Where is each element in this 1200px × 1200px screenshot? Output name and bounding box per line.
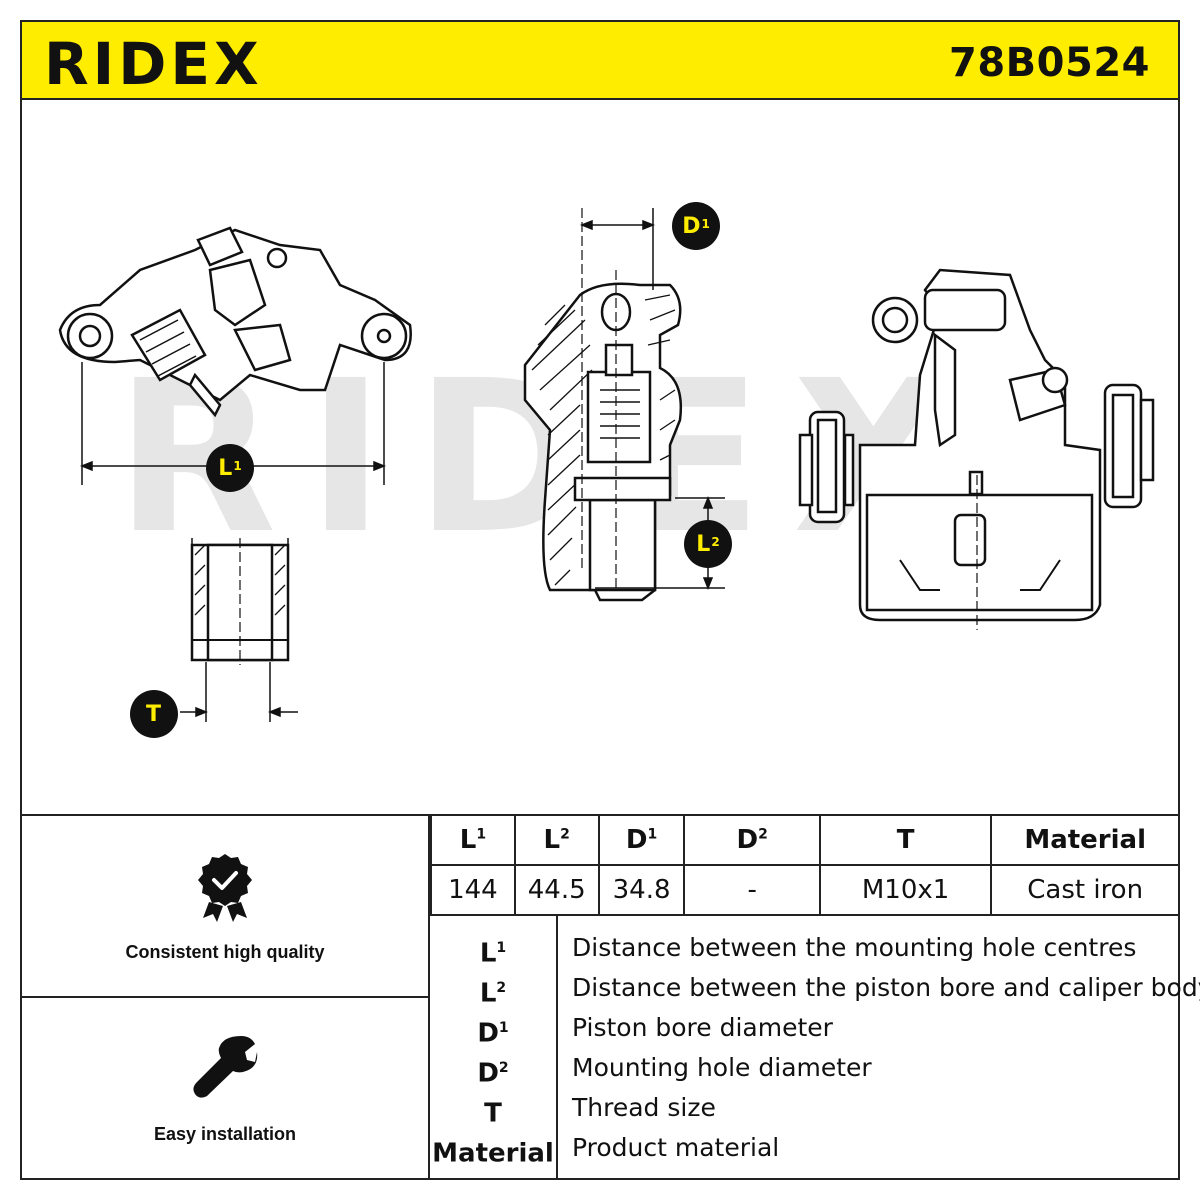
spec-header-l2: L2 [513, 814, 600, 866]
legend-row: L2 Distance between the piston bore and … [430, 968, 1200, 1009]
spec-header-d1: D1 [597, 814, 686, 866]
brand-logo: RIDEX [44, 30, 314, 98]
legend-key: L2 [479, 978, 507, 1009]
callout-t: T [130, 690, 178, 738]
spec-value-material: Cast iron [990, 864, 1180, 916]
legend-key: T [484, 1098, 502, 1129]
legend-panel: L1 Distance between the mounting hole ce… [430, 914, 1200, 1180]
legend-row: L1 Distance between the mounting hole ce… [430, 928, 1180, 969]
legend-row: T Thread size [430, 1088, 1180, 1129]
legend-description: Piston bore diameter [572, 1013, 833, 1042]
feature-label: Consistent high quality [125, 942, 325, 962]
legend-row: D2 Mounting hole diameter [430, 1048, 1180, 1089]
quality-badge-icon [198, 854, 252, 922]
l2-dimension-line [595, 495, 725, 591]
legend-key: D2 [477, 1058, 509, 1089]
caliper-side-view [58, 226, 412, 418]
spec-header-material: Material [990, 814, 1180, 866]
legend-description: Thread size [572, 1093, 716, 1122]
feature-label: Easy installation [153, 1124, 297, 1144]
spec-value-d2: - [683, 864, 821, 916]
spec-value-l2: 44.5 [513, 864, 600, 916]
header-bar: RIDEX 78B0524 [20, 20, 1180, 100]
brand-name: RIDEX [44, 34, 263, 90]
legend-description: Distance between the mounting hole centr… [572, 933, 1137, 962]
wrench-icon [193, 1036, 258, 1098]
features-panel: Consistent high quality Easy installatio… [20, 814, 430, 1180]
spec-value-t: M10x1 [818, 864, 993, 916]
spec-header-t: T [818, 814, 993, 866]
spec-value-l1: 144 [430, 864, 516, 916]
legend-description: Mounting hole diameter [572, 1053, 872, 1082]
spec-header-l1: L1 [430, 814, 516, 866]
legend-divider [556, 916, 558, 1180]
t-dimension-line [180, 662, 298, 722]
technical-drawing: RIDEX [20, 100, 1180, 814]
feature-quality: Consistent high quality [20, 816, 430, 998]
legend-key: Material [432, 1138, 554, 1169]
spec-value-row: 144 44.5 34.8 - M10x1 Cast iron [430, 864, 1180, 916]
caliper-front-view [798, 268, 1155, 630]
legend-key: D1 [477, 1018, 509, 1049]
legend-description: Distance between the piston bore and cal… [572, 973, 1200, 1002]
spec-value-d1: 34.8 [597, 864, 686, 916]
part-number: 78B0524 [949, 40, 1150, 86]
caliper-cross-section [523, 208, 683, 602]
d1-dimension-line [579, 219, 656, 231]
spec-header-d2: D2 [683, 814, 821, 866]
legend-row: D1 Piston bore diameter [430, 1008, 1180, 1049]
feature-installation: Easy installation [20, 998, 430, 1180]
legend-row: Material Product material [430, 1128, 1180, 1169]
spec-table: L1 L2 D1 D2 T Material 144 44.5 34.8 - M… [430, 814, 1180, 916]
legend-description: Product material [572, 1133, 780, 1162]
legend-key: L1 [479, 938, 507, 969]
spec-header-row: L1 L2 D1 D2 T Material [430, 814, 1180, 866]
thread-bushing-view [190, 538, 290, 665]
